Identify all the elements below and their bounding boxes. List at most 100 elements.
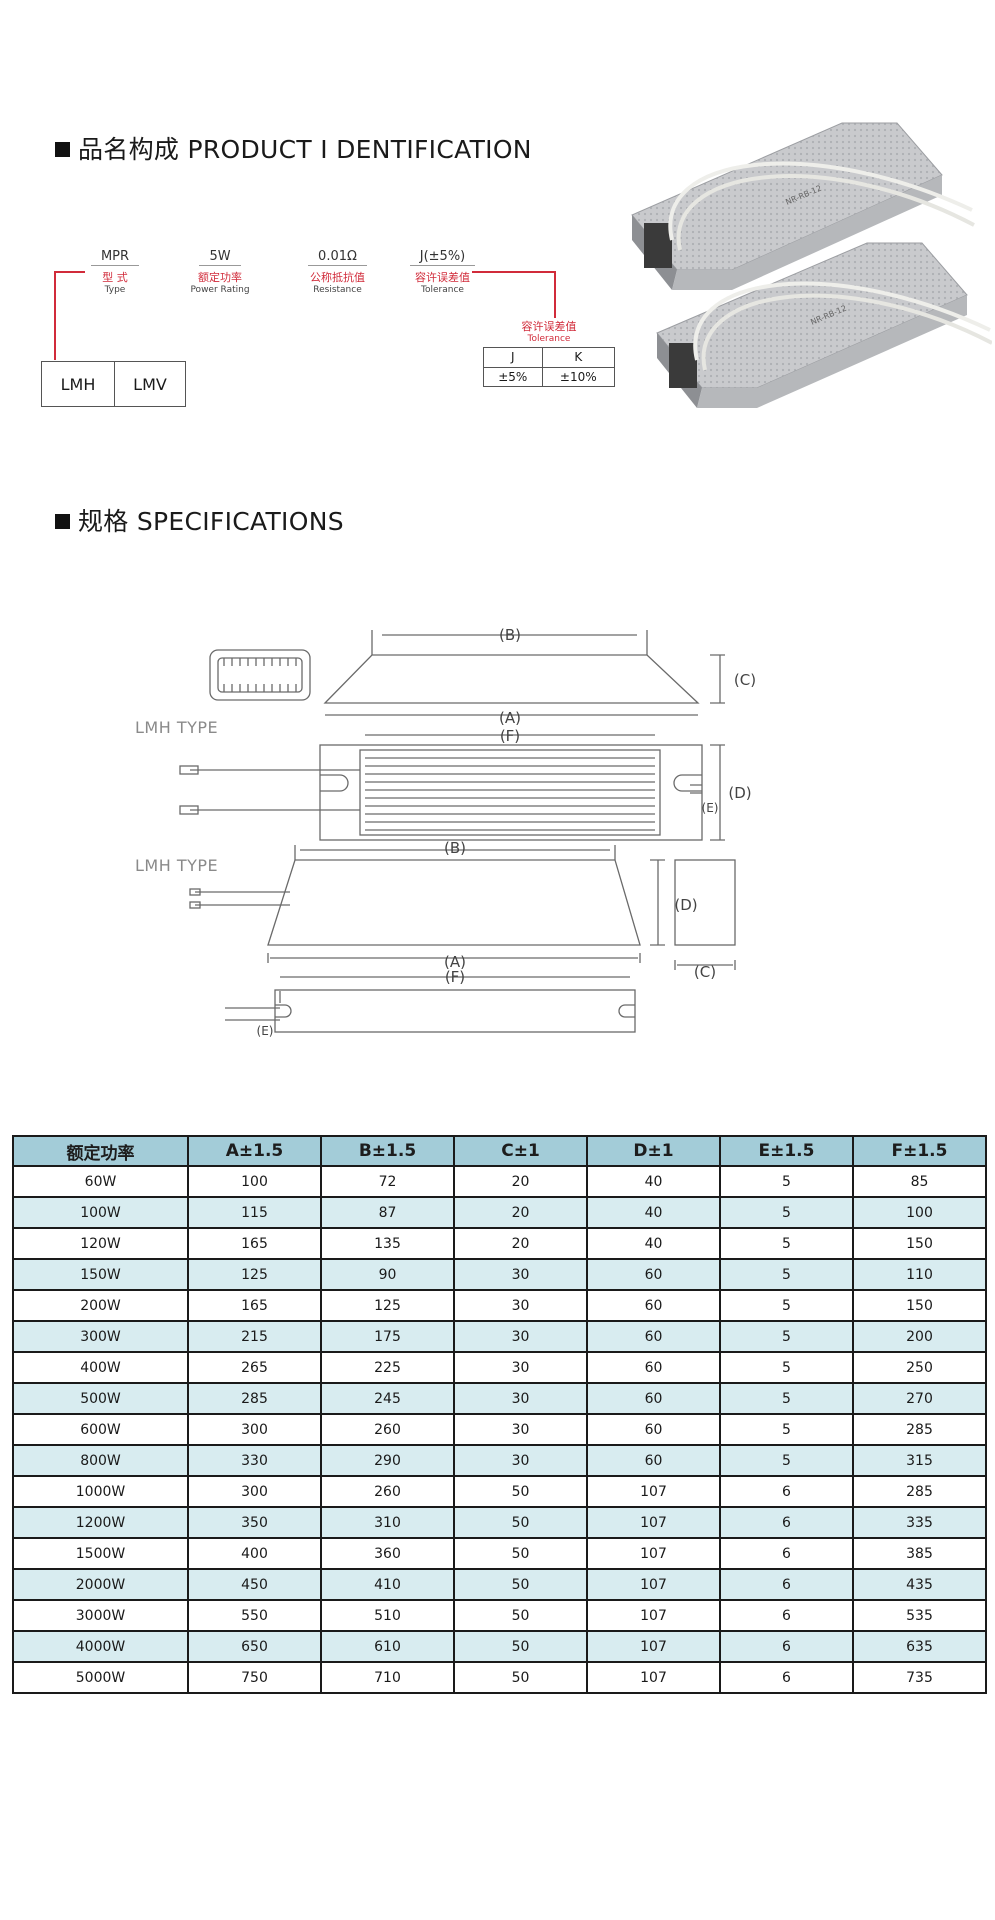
table-cell: 400W — [12, 1351, 189, 1384]
type-lmh: LMH — [40, 361, 116, 407]
table-cell: 50 — [453, 1630, 588, 1663]
table-cell: 40 — [586, 1165, 721, 1198]
table-cell: 107 — [586, 1506, 721, 1539]
table-cell: 165 — [187, 1227, 322, 1260]
table-cell: 20 — [453, 1227, 588, 1260]
table-cell: 150 — [852, 1227, 987, 1260]
square-bullet-icon — [55, 514, 70, 529]
table-cell: 40 — [586, 1196, 721, 1229]
table-cell: 335 — [852, 1506, 987, 1539]
table-cell: 215 — [187, 1320, 322, 1353]
table-cell: 107 — [586, 1475, 721, 1508]
table-cell: 30 — [453, 1320, 588, 1353]
specifications-title: 规格 SPECIFICATIONS — [55, 502, 344, 538]
resistor-photo-bottom — [656, 242, 992, 408]
header-e: E±1.5 — [719, 1135, 854, 1167]
header-a: A±1.5 — [187, 1135, 322, 1167]
table-cell: 50 — [453, 1568, 588, 1601]
table-cell: 87 — [320, 1196, 455, 1229]
table-cell: 6 — [719, 1599, 854, 1632]
table-cell: 60 — [586, 1320, 721, 1353]
dim-b-label: (B) — [499, 626, 521, 644]
product-image: NR-RB-12 NR-RB-12 — [631, 122, 992, 408]
table-cell: 5 — [719, 1258, 854, 1291]
table-cell: 735 — [852, 1661, 987, 1694]
table-cell: 550 — [187, 1599, 322, 1632]
tolerance-heading: 容许误差值 Tolerance — [521, 320, 577, 344]
table-cell: 110 — [852, 1258, 987, 1291]
table-cell: 60 — [586, 1382, 721, 1415]
table-cell: 245 — [320, 1382, 455, 1415]
table-cell: 60W — [12, 1165, 189, 1198]
table-cell: 5 — [719, 1413, 854, 1446]
table-cell: 3000W — [12, 1599, 189, 1632]
table-cell: 50 — [453, 1506, 588, 1539]
table-cell: 60 — [586, 1351, 721, 1384]
table-cell: 30 — [453, 1413, 588, 1446]
table-cell: 285 — [187, 1382, 322, 1415]
table-cell: 1500W — [12, 1537, 189, 1570]
table-cell: 300 — [187, 1413, 322, 1446]
dim-f-label: (F) — [500, 727, 520, 745]
type-options-box: LMH LMV — [40, 361, 186, 407]
table-cell: 5 — [719, 1289, 854, 1322]
dim-d-label: (D) — [728, 784, 751, 802]
table-cell: 300 — [187, 1475, 322, 1508]
table-cell: 100 — [187, 1165, 322, 1198]
table-cell: 90 — [320, 1258, 455, 1291]
table-cell: 265 — [187, 1351, 322, 1384]
table-cell: 5 — [719, 1227, 854, 1260]
table-cell: 50 — [453, 1661, 588, 1694]
table-cell: 510 — [320, 1599, 455, 1632]
dimension-diagram: (B) (A) (C) (F) (D) (E) (B) (A) (D) (C) … — [179, 626, 756, 1038]
table-cell: 6 — [719, 1630, 854, 1663]
table-cell: 5 — [719, 1382, 854, 1415]
table-cell: 500W — [12, 1382, 189, 1415]
type-lmv: LMV — [114, 361, 186, 407]
table-cell: 30 — [453, 1382, 588, 1415]
table-cell: 85 — [852, 1165, 987, 1198]
table-cell: 115 — [187, 1196, 322, 1229]
table-cell: 600W — [12, 1413, 189, 1446]
code-type: MPR 型 式 Type — [70, 245, 160, 295]
table-cell: 50 — [453, 1537, 588, 1570]
table-cell: 5 — [719, 1320, 854, 1353]
table-cell: 200W — [12, 1289, 189, 1322]
table-cell: 30 — [453, 1351, 588, 1384]
table-cell: 1000W — [12, 1475, 189, 1508]
table-cell: 107 — [586, 1661, 721, 1694]
table-cell: 150W — [12, 1258, 189, 1291]
table-cell: 350 — [187, 1506, 322, 1539]
table-cell: 225 — [320, 1351, 455, 1384]
dim-e-label: (E) — [702, 801, 719, 815]
table-cell: 50 — [453, 1475, 588, 1508]
identification-title: 品名构成 PRODUCT Ⅰ DENTIFICATION — [55, 130, 532, 166]
table-cell: 290 — [320, 1444, 455, 1477]
table-cell: 6 — [719, 1661, 854, 1694]
code-resistance: 0.01Ω 公称抵抗值 Resistance — [308, 249, 367, 295]
table-cell: 72 — [320, 1165, 455, 1198]
table-cell: 535 — [852, 1599, 987, 1632]
code-tolerance: J(±5%) 容许误差值 Tolerance — [395, 245, 490, 295]
dim-c-label-2: (C) — [694, 963, 716, 981]
dim-a-label-2: (A) — [444, 953, 466, 971]
table-cell: 150 — [852, 1289, 987, 1322]
table-cell: 400 — [187, 1537, 322, 1570]
type-label-bottom: LMH TYPE — [135, 856, 219, 875]
table-cell: 285 — [852, 1413, 987, 1446]
table-cell: 20 — [453, 1196, 588, 1229]
table-cell: 60 — [586, 1289, 721, 1322]
table-cell: 60 — [586, 1413, 721, 1446]
header-b: B±1.5 — [320, 1135, 455, 1167]
table-cell: 650 — [187, 1630, 322, 1663]
tolerance-box: J K ±5% ±10% — [483, 347, 616, 387]
table-cell: 175 — [320, 1320, 455, 1353]
